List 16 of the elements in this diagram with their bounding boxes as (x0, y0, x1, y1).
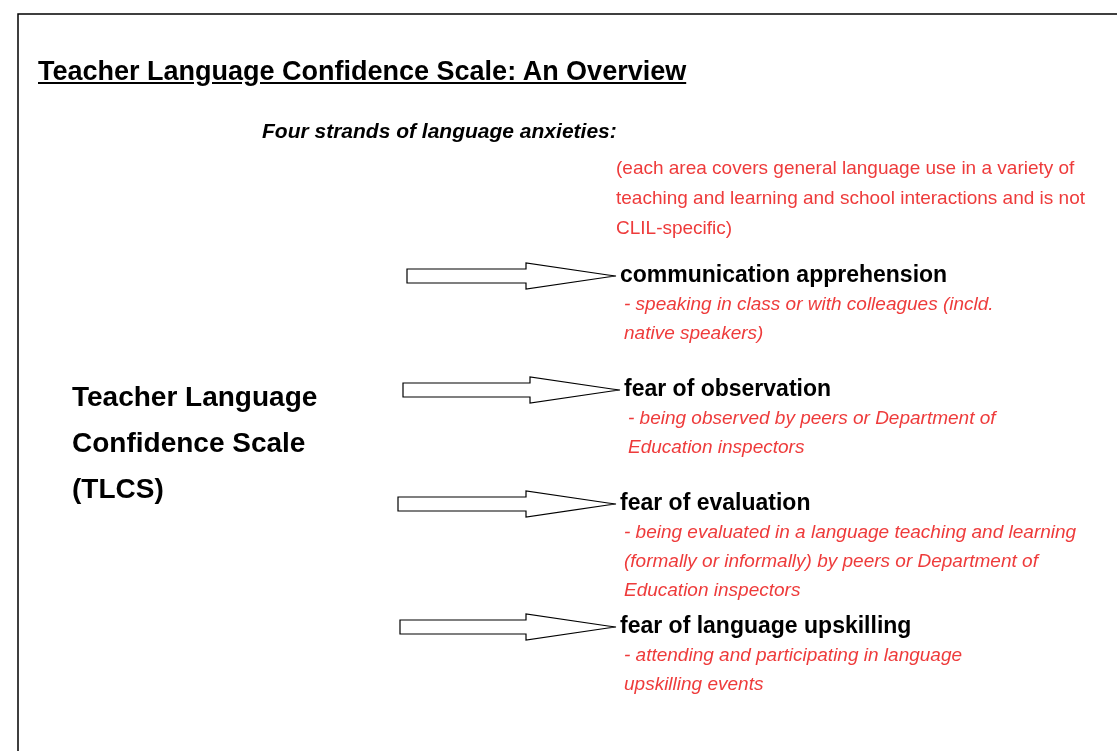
block-arrow (402, 376, 621, 404)
strand-heading: fear of evaluation (620, 488, 812, 517)
strand-description: - attending and participating in language upskilling events (623, 643, 964, 696)
strand-description: - speaking in class or with colleagues (incld. native speakers) (623, 292, 995, 345)
block-arrow (406, 262, 617, 290)
note-text: (each area covers general language use in a variety of teaching and learning and school interactions and is not CLIL-specific) (616, 156, 1086, 240)
scale-name: Teacher Language Confidence Scale (TLCS) (72, 380, 319, 506)
title: Teacher Language Confidence Scale: An Overview (38, 56, 687, 87)
strand-heading: communication apprehension (620, 260, 949, 289)
subtitle: Four strands of language anxieties: (262, 119, 617, 143)
strand-heading: fear of language upskilling (620, 611, 913, 640)
block-arrow (399, 613, 617, 641)
strand-heading: fear of observation (624, 374, 833, 403)
block-arrow (397, 490, 617, 518)
strand-description: - being evaluated in a language teaching and learning (formally or informally) by peers or Department of Education inspectors (623, 520, 1078, 602)
strand-description: - being observed by peers or Department of Education inspectors (627, 406, 998, 459)
